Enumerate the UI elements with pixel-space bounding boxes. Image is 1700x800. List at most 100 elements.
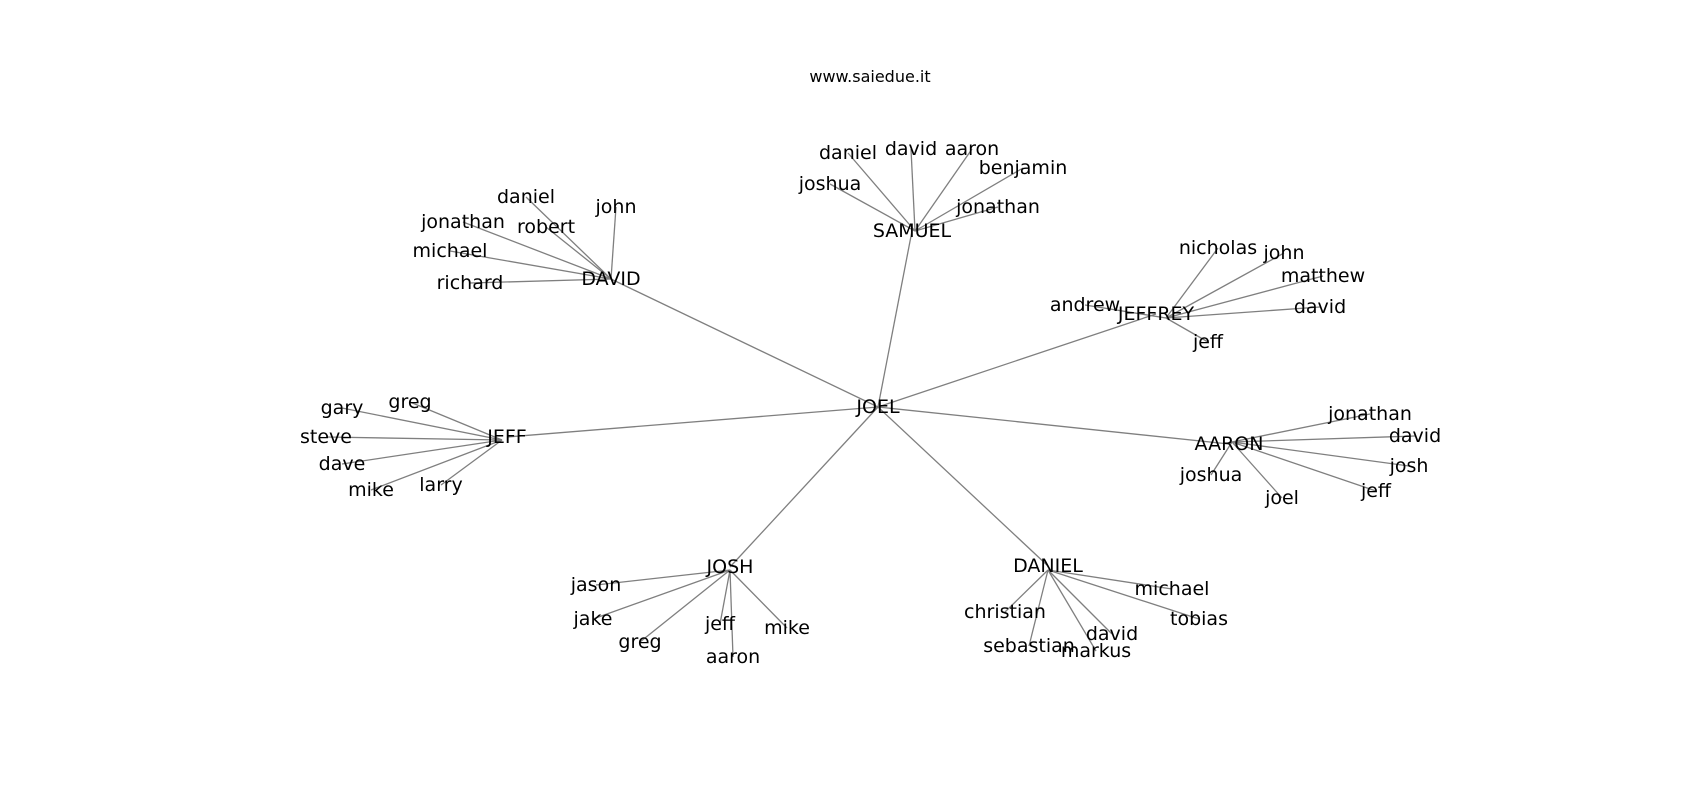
edge-root-to-aaron bbox=[877, 406, 1230, 445]
leaf-node-label: tobias bbox=[1170, 608, 1228, 630]
leaf-node-label: mike bbox=[348, 479, 394, 501]
edge-jeff-to-larry bbox=[440, 439, 503, 486]
edge-jeff-to-gary bbox=[341, 407, 503, 441]
leaf-node-label: steve bbox=[300, 426, 352, 448]
leaf-node-label: nicholas bbox=[1179, 237, 1257, 259]
edge-josh-to-mike bbox=[729, 569, 788, 629]
edge-david-to-jonathan bbox=[462, 221, 612, 280]
leaf-node-label: christian bbox=[964, 601, 1046, 623]
edge-daniel-to-michael bbox=[1047, 569, 1173, 590]
leaf-node-label: andrew bbox=[1050, 294, 1120, 316]
edge-root-to-jeff bbox=[506, 406, 879, 438]
leaf-node-label: jake bbox=[573, 608, 613, 630]
edge-jeff-to-mike bbox=[370, 439, 503, 491]
leaf-node-label: joshua bbox=[1179, 464, 1243, 486]
edge-jeff-to-steve bbox=[325, 436, 503, 441]
edge-david-to-michael bbox=[449, 250, 612, 280]
edge-david-to-daniel bbox=[525, 196, 612, 280]
leaf-node-label: aaron bbox=[706, 646, 760, 668]
leaf-node-label: joel bbox=[1264, 487, 1299, 509]
edge-jeffrey-to-matthew bbox=[1165, 275, 1324, 319]
edge-aaron-to-joel bbox=[1231, 441, 1283, 499]
leaf-node-label: dave bbox=[319, 453, 366, 475]
leaf-node-label: jonathan bbox=[420, 211, 505, 233]
edges-layer bbox=[325, 148, 1416, 658]
leaf-node-label: michael bbox=[1135, 578, 1210, 600]
edge-daniel-to-sebastian bbox=[1028, 569, 1049, 647]
edge-jeffrey-to-andrew bbox=[1084, 304, 1167, 319]
edge-josh-to-aaron bbox=[729, 569, 734, 658]
leaf-node-label: daniel bbox=[497, 186, 555, 208]
leaf-node-label: markus bbox=[1061, 640, 1131, 662]
group-node-label: AARON bbox=[1195, 433, 1264, 455]
edge-daniel-to-markus bbox=[1047, 569, 1097, 652]
edge-david-to-john bbox=[610, 206, 617, 280]
group-node-label: JEFFREY bbox=[1117, 303, 1195, 325]
leaf-node-label: daniel bbox=[819, 142, 877, 164]
edge-david-to-robert bbox=[545, 226, 612, 280]
edge-aaron-to-david bbox=[1231, 435, 1416, 443]
edge-josh-to-greg bbox=[639, 569, 731, 643]
group-node-label: SAMUEL bbox=[873, 220, 952, 242]
leaf-node-label: robert bbox=[517, 216, 575, 238]
leaf-node-label: david bbox=[1389, 425, 1441, 447]
edge-root-to-josh bbox=[729, 406, 879, 568]
group-node-label: DANIEL bbox=[1013, 555, 1083, 577]
group-node-label: JEFF bbox=[486, 426, 526, 448]
leaf-node-label: josh bbox=[1389, 455, 1429, 477]
leaf-node-label: jeff bbox=[1192, 331, 1224, 353]
leaf-node-label: aaron bbox=[945, 138, 999, 160]
edge-aaron-to-josh bbox=[1231, 441, 1410, 467]
leaf-node-label: benjamin bbox=[979, 157, 1068, 179]
group-node-label: JOSH bbox=[706, 556, 754, 578]
edge-jeffrey-to-jeff bbox=[1165, 317, 1209, 343]
edge-root-to-samuel bbox=[877, 230, 913, 408]
edge-jeffrey-to-david bbox=[1165, 306, 1321, 319]
group-node-label: DAVID bbox=[581, 268, 640, 290]
leaf-node-label: jason bbox=[570, 574, 622, 596]
edge-samuel-to-david bbox=[910, 148, 916, 232]
edge-daniel-to-david bbox=[1047, 569, 1113, 635]
edge-david-to-richard bbox=[469, 278, 612, 284]
leaf-node-label: joshua bbox=[798, 173, 862, 195]
leaf-node-label: matthew bbox=[1281, 265, 1365, 287]
edge-josh-to-jeff bbox=[719, 569, 731, 625]
edge-jeff-to-greg bbox=[409, 401, 503, 441]
edge-daniel-to-tobias bbox=[1047, 569, 1200, 620]
edge-daniel-to-christian bbox=[1004, 569, 1049, 613]
edge-samuel-to-joshua bbox=[829, 183, 916, 232]
edge-root-to-daniel bbox=[877, 406, 1049, 567]
leaf-node-label: larry bbox=[419, 474, 462, 496]
leaf-node-label: sebastian bbox=[983, 635, 1075, 657]
edge-aaron-to-jonathan bbox=[1231, 413, 1371, 443]
root-node-label: JOEL bbox=[855, 396, 900, 418]
edge-samuel-to-jonathan bbox=[914, 206, 999, 232]
edge-josh-to-jake bbox=[592, 569, 731, 620]
leaf-node-label: richard bbox=[437, 272, 504, 294]
edge-root-to-jeffrey bbox=[877, 313, 1157, 408]
leaf-node-label: jonathan bbox=[1327, 403, 1412, 425]
leaf-node-label: john bbox=[1263, 242, 1305, 264]
leaf-node-label: jeff bbox=[1360, 480, 1392, 502]
leaf-node-label: greg bbox=[388, 391, 431, 413]
leaf-node-label: david bbox=[1086, 623, 1138, 645]
edge-samuel-to-daniel bbox=[847, 152, 916, 232]
leaf-node-label: jonathan bbox=[955, 196, 1040, 218]
leaf-node-label: david bbox=[885, 138, 937, 160]
edge-samuel-to-benjamin bbox=[914, 167, 1024, 232]
leaf-node-label: david bbox=[1294, 296, 1346, 318]
leaf-node-label: greg bbox=[618, 631, 661, 653]
leaf-node-label: mike bbox=[764, 617, 810, 639]
website-label: www.saiedue.it bbox=[809, 67, 930, 86]
edge-jeffrey-to-nicholas bbox=[1165, 247, 1219, 319]
leaf-node-label: gary bbox=[321, 397, 364, 419]
edge-josh-to-jason bbox=[595, 569, 731, 586]
edge-jeffrey-to-john bbox=[1165, 252, 1285, 319]
edge-root-to-david bbox=[610, 278, 879, 408]
edge-aaron-to-jeff bbox=[1231, 441, 1377, 492]
edge-aaron-to-joshua bbox=[1210, 441, 1233, 476]
leaf-node-label: jeff bbox=[704, 613, 736, 635]
edge-jeff-to-dave bbox=[341, 439, 503, 465]
